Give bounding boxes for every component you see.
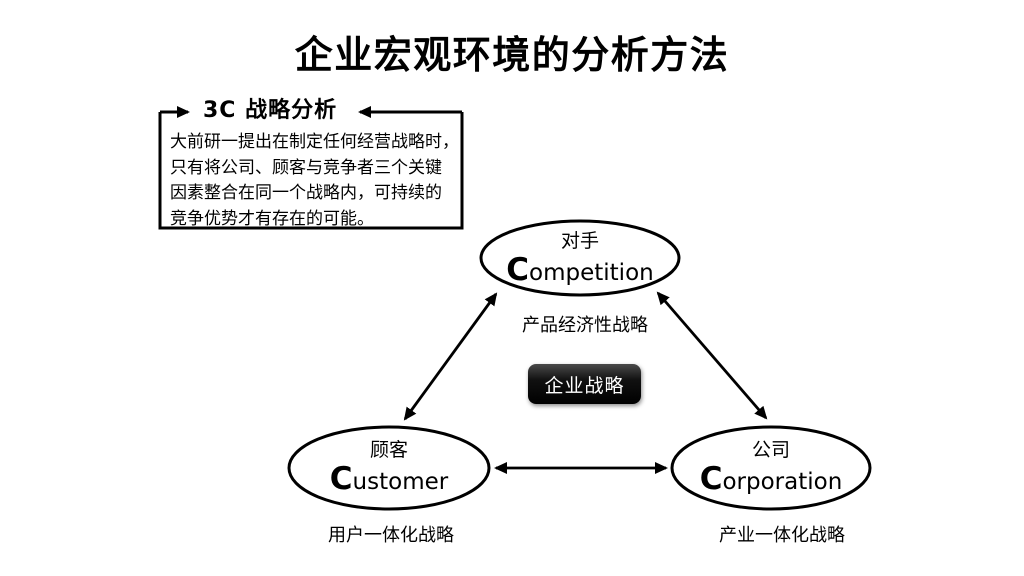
corporation-en-label: Corporation <box>671 463 871 498</box>
info-box-border <box>158 112 464 230</box>
info-box-body-line: 因素整合在同一个战略内，可持续的 <box>170 183 442 203</box>
info-box-body: 大前研一提出在制定任何经营战略时， 只有将公司、顾客与竞争者三个关键 因素整合在… <box>170 130 462 232</box>
competition-cn-label: 对手 <box>560 230 599 252</box>
competition-en-label: Competition <box>480 254 680 289</box>
customer-cn-label: 顾客 <box>369 439 408 461</box>
info-box-body-line: 只有将公司、顾客与竞争者三个关键 <box>170 157 442 178</box>
customer-ellipse <box>287 425 491 511</box>
competition-node-label: 对手 Competition <box>480 228 680 289</box>
corporation-rest: orporation <box>722 469 843 495</box>
corporation-cn-label: 公司 <box>751 439 790 461</box>
customer-en-label: Customer <box>289 463 489 498</box>
corporation-ellipse <box>670 425 872 511</box>
corporation-strategy-label: 产业一体化战略 <box>719 525 845 546</box>
competition-strategy-label: 产品经济性战略 <box>522 315 648 336</box>
enterprise-strategy-badge: 企业战略 <box>528 364 641 404</box>
page-title: 企业宏观环境的分析方法 <box>294 33 730 77</box>
info-box-body-line: 竞争优势才有存在的可能。 <box>170 208 374 229</box>
customer-strategy-label: 用户一体化战略 <box>328 525 454 546</box>
customer-initial: C <box>329 461 353 497</box>
arrow-customer-competition <box>403 292 498 421</box>
customer-rest: ustomer <box>352 469 449 495</box>
competition-ellipse <box>479 219 681 297</box>
arrow-competition-corporation <box>656 291 768 420</box>
corporation-initial: C <box>699 461 723 497</box>
competition-initial: C <box>506 252 530 288</box>
customer-node-label: 顾客 Customer <box>289 437 489 498</box>
competition-rest: ompetition <box>529 260 654 286</box>
info-box-title: 3C 战略分析 <box>199 92 342 124</box>
corporation-node-label: 公司 Corporation <box>671 437 871 498</box>
info-box-body-line: 大前研一提出在制定任何经营战略时， <box>170 132 459 152</box>
